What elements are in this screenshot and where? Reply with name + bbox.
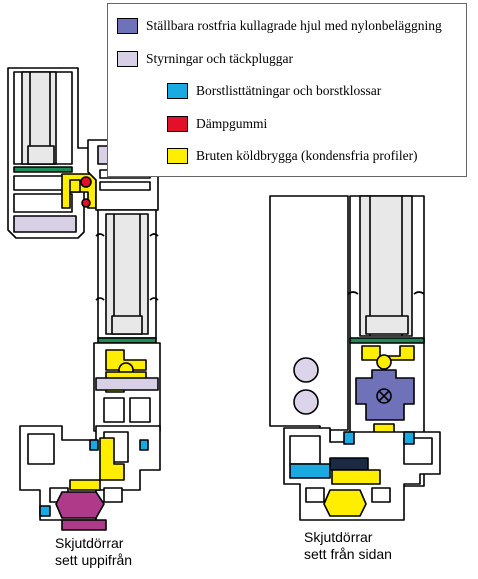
seal-strip-upper (13, 166, 73, 173)
bottom-track (19, 425, 161, 531)
seal-strip-side (349, 337, 425, 344)
legend-label-damper: Dämpgummi (196, 116, 268, 131)
top-view-drawing (7, 67, 161, 531)
legend-item-brush-seals: Borstlisttätningar och borstklossar (167, 83, 381, 99)
glass-pane-side (359, 195, 413, 337)
legend-item-damper: Dämpgummi (167, 116, 267, 132)
damper-rubber-lower (81, 198, 91, 208)
caption-top-view: Skjutdörrar sett uppifrån (55, 535, 132, 569)
legend-swatch-damper (167, 116, 188, 132)
fixed-leaf (269, 195, 349, 441)
legend-swatch-rollers (117, 18, 138, 34)
glass-pane-moving (105, 213, 149, 335)
legend-item-guides: Styrningar och täckpluggar (117, 51, 293, 67)
side-view-drawing (269, 195, 441, 521)
plug-circle-bottom (293, 389, 319, 415)
guide-plug-upper (13, 215, 77, 233)
caption-top-view-line1: Skjutdörrar (55, 535, 124, 551)
brush-block-side (289, 463, 331, 479)
legend-swatch-thermal-break (167, 148, 188, 164)
brush-seal-side-a (343, 431, 355, 445)
brush-block-dark (329, 457, 369, 471)
damper-rubber-upper (80, 176, 92, 188)
caption-side-view: Skjutdörrar sett från sidan (304, 529, 392, 563)
bottom-track-side (283, 427, 441, 521)
guide-plug-moving (95, 377, 159, 391)
brush-seal-track-b (139, 439, 149, 451)
legend-swatch-brush-seals (167, 83, 188, 99)
moving-sash-lower (93, 342, 161, 432)
brush-seal-track-a (89, 439, 99, 451)
legend: Ställbara rostfria kullagrade hjul med n… (107, 3, 467, 177)
roller-track-profile (55, 491, 105, 519)
moving-sash-profile (95, 209, 159, 344)
caption-top-view-line2: sett uppifrån (55, 552, 133, 568)
upper-sash-profile (7, 67, 93, 239)
legend-label-thermal-break: Bruten köldbrygga (kondensfria profiler) (196, 148, 418, 163)
caption-side-view-line2: sett från sidan (304, 546, 392, 562)
legend-label-rollers: Ställbara rostfria kullagrade hjul med n… (146, 18, 442, 33)
caption-side-view-line1: Skjutdörrar (304, 529, 373, 545)
roller-track-base (61, 519, 107, 531)
moving-leaf (347, 195, 425, 487)
plug-circle-top (293, 357, 319, 383)
legend-swatch-guides (117, 51, 138, 67)
legend-item-thermal-break: Bruten köldbrygga (kondensfria profiler) (167, 148, 418, 164)
legend-label-brush-seals: Borstlisttätningar och borstklossar (196, 83, 382, 98)
brush-seal-side-b (403, 431, 415, 445)
legend-item-rollers: Ställbara rostfria kullagrade hjul med n… (117, 18, 442, 34)
legend-label-guides: Styrningar och täckpluggar (146, 51, 293, 66)
brush-seal-track-c (39, 505, 51, 517)
